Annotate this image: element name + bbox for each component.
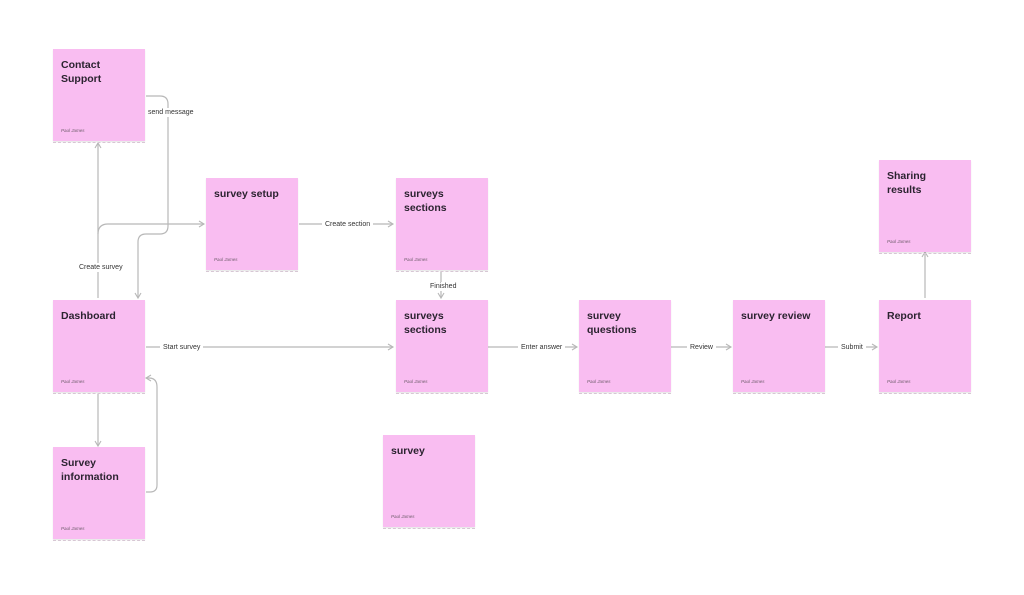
note-author: Paul James: [404, 379, 428, 384]
note-title: Contact Support: [61, 59, 102, 85]
edge-contact-support-to-dashboard: [134, 95, 169, 300]
note-author: Paul James: [391, 514, 415, 519]
note-report[interactable]: Report Paul James: [879, 300, 971, 394]
note-title: survey review: [741, 310, 811, 322]
note-title: surveys sections: [404, 310, 447, 336]
note-title: Report: [887, 310, 921, 322]
note-surveys-sections-top[interactable]: surveys sections Paul James: [396, 178, 488, 272]
note-title: Dashboard: [61, 310, 116, 322]
note-author: Paul James: [887, 239, 911, 244]
note-contact-support[interactable]: Contact Support Paul James: [53, 49, 145, 143]
note-title: surveys sections: [404, 188, 447, 214]
edge-label-send-message: send message: [145, 108, 197, 117]
edge-dashboard-to-survey-setup: [97, 220, 206, 235]
note-title: survey questions: [587, 310, 637, 336]
note-author: Paul James: [887, 379, 911, 384]
edge-label-start-survey: Start survey: [160, 343, 204, 352]
note-author: Paul James: [61, 526, 85, 531]
note-author: Paul James: [61, 379, 85, 384]
note-survey-information[interactable]: Survey information Paul James: [53, 447, 145, 541]
note-survey[interactable]: survey Paul James: [383, 435, 475, 529]
note-author: Paul James: [741, 379, 765, 384]
edge-label-create-section: Create section: [322, 220, 374, 229]
note-dashboard[interactable]: Dashboard Paul James: [53, 300, 145, 394]
note-title: Sharing results: [887, 170, 927, 196]
edge-label-finished: Finished: [427, 282, 460, 291]
note-author: Paul James: [587, 379, 611, 384]
note-author: Paul James: [61, 128, 85, 133]
note-sharing-results[interactable]: Sharing results Paul James: [879, 160, 971, 254]
edge-label-create-survey: Create survey: [76, 263, 126, 272]
edge-label-review: Review: [687, 343, 716, 352]
note-author: Paul James: [214, 257, 238, 262]
note-title: Survey information: [61, 457, 119, 483]
edge-label-enter-answer: Enter answer: [518, 343, 566, 352]
note-surveys-sections-main[interactable]: surveys sections Paul James: [396, 300, 488, 394]
note-title: survey setup: [214, 188, 279, 200]
note-survey-setup[interactable]: survey setup Paul James: [206, 178, 298, 272]
edge-label-submit: Submit: [838, 343, 866, 352]
note-survey-questions[interactable]: survey questions Paul James: [579, 300, 671, 394]
edge-info-to-dashboard: [144, 374, 158, 493]
note-title: survey: [391, 445, 425, 457]
note-author: Paul James: [404, 257, 428, 262]
note-survey-review[interactable]: survey review Paul James: [733, 300, 825, 394]
